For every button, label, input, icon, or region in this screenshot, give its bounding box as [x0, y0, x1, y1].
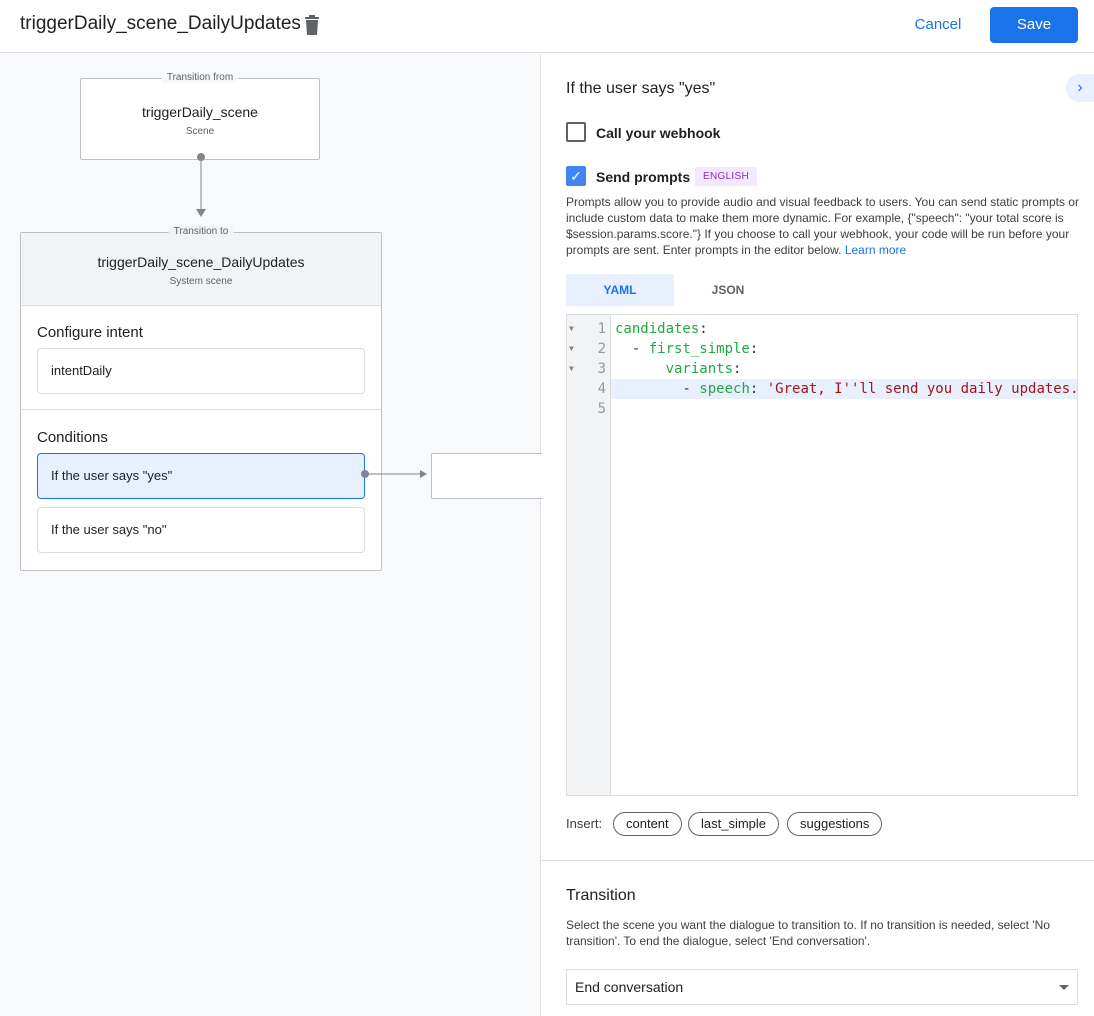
learn-more-link[interactable]: Learn more — [844, 243, 907, 257]
panel-title: If the user says "yes" — [566, 80, 716, 97]
transition-from-node[interactable]: Transition from triggerDaily_scene Scene — [80, 72, 320, 160]
prompts-description: Prompts allow you to provide audio and v… — [566, 194, 1081, 258]
code-line-active: - speech: 'Great, I''ll send you daily u… — [611, 379, 1077, 399]
transition-from-label: Transition from — [161, 72, 239, 83]
send-prompts-label: Send prompts — [596, 169, 691, 185]
code-line: - first_simple: — [615, 341, 759, 357]
configure-intent-heading: Configure intent — [37, 324, 143, 341]
tab-json[interactable]: JSON — [711, 283, 745, 297]
transition-selected-value: End conversation — [575, 979, 684, 995]
line-number: 5 — [597, 401, 606, 417]
webhook-checkbox[interactable] — [566, 122, 586, 142]
condition-no[interactable]: If the user says "no" — [37, 507, 365, 553]
transition-heading: Transition — [566, 887, 636, 904]
condition-connector — [361, 470, 427, 478]
empty-target-node[interactable] — [431, 453, 543, 499]
transition-description: Select the scene you want the dialogue t… — [566, 918, 1050, 948]
line-number: 2 — [597, 341, 606, 357]
to-scene-type: System scene — [169, 276, 233, 287]
save-button[interactable]: Save — [990, 7, 1078, 43]
editor-gutter: ▼ 1 ▼ 2 ▼ 3 4 5 — [567, 315, 611, 795]
trash-icon[interactable] — [303, 15, 321, 35]
fold-icon[interactable]: ▼ — [569, 324, 574, 333]
insert-label: Insert: — [566, 816, 603, 831]
page-title: triggerDaily_scene_DailyUpdates — [20, 13, 301, 34]
transition-to-node: Transition to triggerDaily_scene_DailyUp… — [20, 226, 382, 571]
webhook-label: Call your webhook — [596, 125, 721, 141]
transition-select[interactable]: End conversation — [566, 969, 1078, 1005]
conditions-heading: Conditions — [37, 429, 108, 446]
language-badge: ENGLISH — [695, 167, 758, 186]
transition-to-label: Transition to — [168, 226, 234, 237]
collapse-panel-button[interactable]: › — [1066, 74, 1094, 102]
insert-last-simple-chip[interactable]: last_simple — [688, 812, 780, 836]
code-editor[interactable]: ▼ 1 ▼ 2 ▼ 3 4 5 candidates: - first_simple:… — [566, 314, 1078, 796]
divider — [542, 860, 1094, 861]
flow-canvas: Transition from triggerDaily_scene Scene… — [0, 54, 543, 1016]
line-number: 1 — [597, 321, 606, 337]
intent-item[interactable]: intentDaily — [37, 348, 365, 394]
insert-suggestions-chip[interactable]: suggestions — [787, 812, 883, 836]
send-prompts-checkbox[interactable]: ✓ — [566, 166, 586, 186]
connector-arrow — [196, 153, 206, 217]
fold-icon[interactable]: ▼ — [569, 344, 574, 353]
description-text: Prompts allow you to provide audio and v… — [566, 195, 1079, 257]
top-bar: triggerDaily_scene_DailyUpdates Cancel S… — [0, 0, 1094, 53]
to-scene-name: triggerDaily_scene_DailyUpdates — [97, 254, 305, 270]
dropdown-arrow-icon — [1059, 985, 1069, 990]
condition-yes[interactable]: If the user says "yes" — [37, 453, 365, 499]
fold-icon[interactable]: ▼ — [569, 364, 574, 373]
line-number: 3 — [597, 361, 606, 377]
tab-yaml[interactable]: YAML — [566, 274, 674, 306]
code-line: candidates: — [615, 321, 708, 337]
cancel-button[interactable]: Cancel — [914, 16, 962, 33]
code-line: variants: — [665, 361, 742, 377]
from-scene-type: Scene — [185, 126, 215, 137]
from-scene-name: triggerDaily_scene — [142, 104, 258, 120]
check-icon: ✓ — [570, 168, 582, 184]
line-number: 4 — [597, 381, 606, 397]
insert-content-chip[interactable]: content — [613, 812, 682, 836]
